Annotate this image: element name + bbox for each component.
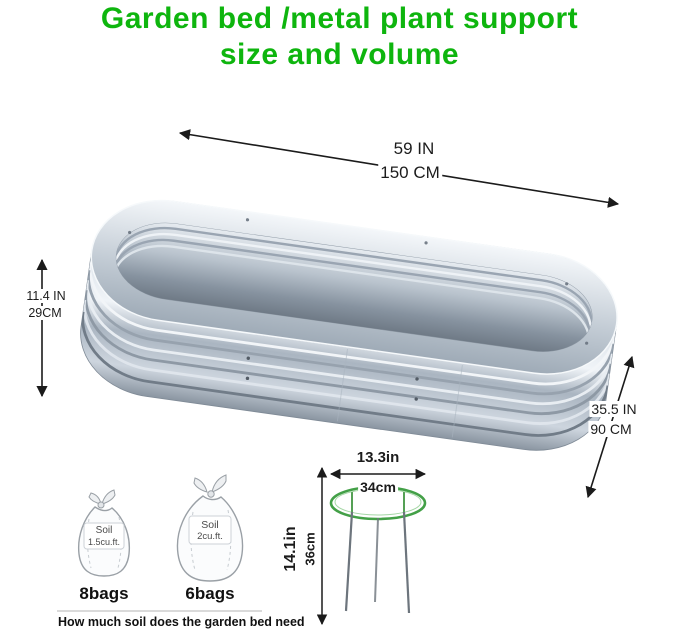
bag-large-count: 6bags	[185, 584, 235, 603]
bag-small-count: 8bags	[79, 584, 129, 603]
page-title-line2: size and volume	[219, 38, 460, 71]
support-height-cm: 36cm	[302, 532, 318, 566]
length-label-inches: 59 IN	[391, 139, 437, 159]
soil-bag-large-icon	[176, 474, 244, 582]
bag-large-label-line1: Soil	[201, 519, 219, 531]
page-title-line1: Garden bed /metal plant support	[100, 2, 579, 35]
support-height-inches: 14.1in	[281, 526, 299, 572]
bag-small-label-line2: 1.5cu.ft.	[87, 537, 121, 547]
width-label-cm: 90 CM	[588, 421, 634, 438]
support-diameter-inches: 13.3in	[354, 449, 402, 467]
soil-bag-small-icon	[77, 489, 131, 577]
width-label-inches: 35.5 IN	[589, 401, 639, 418]
support-diameter-cm: 34cm	[358, 479, 398, 496]
length-label-cm: 150 CM	[378, 163, 442, 183]
soil-note: How much soil does the garden bed need	[58, 615, 305, 629]
height-label-inches: 11.4 IN	[24, 289, 68, 304]
plant-support-ring-illustration	[329, 485, 427, 614]
garden-bed-illustration	[80, 199, 618, 451]
height-label-cm: 29CM	[26, 306, 64, 321]
bag-large-label-line2: 2cu.ft.	[197, 531, 223, 542]
bag-small-label-line1: Soil	[95, 525, 113, 536]
